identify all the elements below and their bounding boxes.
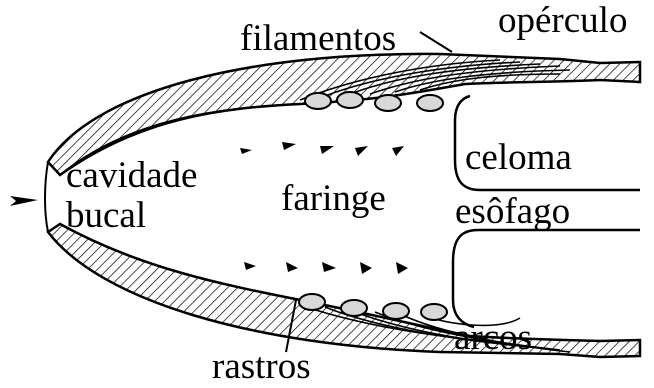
water-inflow-arrow <box>10 196 38 206</box>
label-faringe: faringe <box>281 180 386 217</box>
label-celoma: celoma <box>465 139 572 176</box>
lower-gill-rakers <box>244 262 408 274</box>
label-arcos: arcos <box>454 319 532 356</box>
label-esofago: esôfago <box>455 193 570 230</box>
operculum-line <box>420 32 452 52</box>
label-cavidade: cavidade <box>66 157 197 194</box>
mouth-edge <box>45 162 48 232</box>
upper-gill-rakers <box>240 142 404 156</box>
label-bucal: bucal <box>66 197 146 234</box>
label-filamentos: filamentos <box>240 20 396 57</box>
label-operculo: opérculo <box>498 2 627 39</box>
lower-wall <box>48 224 640 357</box>
label-rastros: rastros <box>212 348 311 385</box>
celoma-lower-boundary <box>453 230 640 327</box>
